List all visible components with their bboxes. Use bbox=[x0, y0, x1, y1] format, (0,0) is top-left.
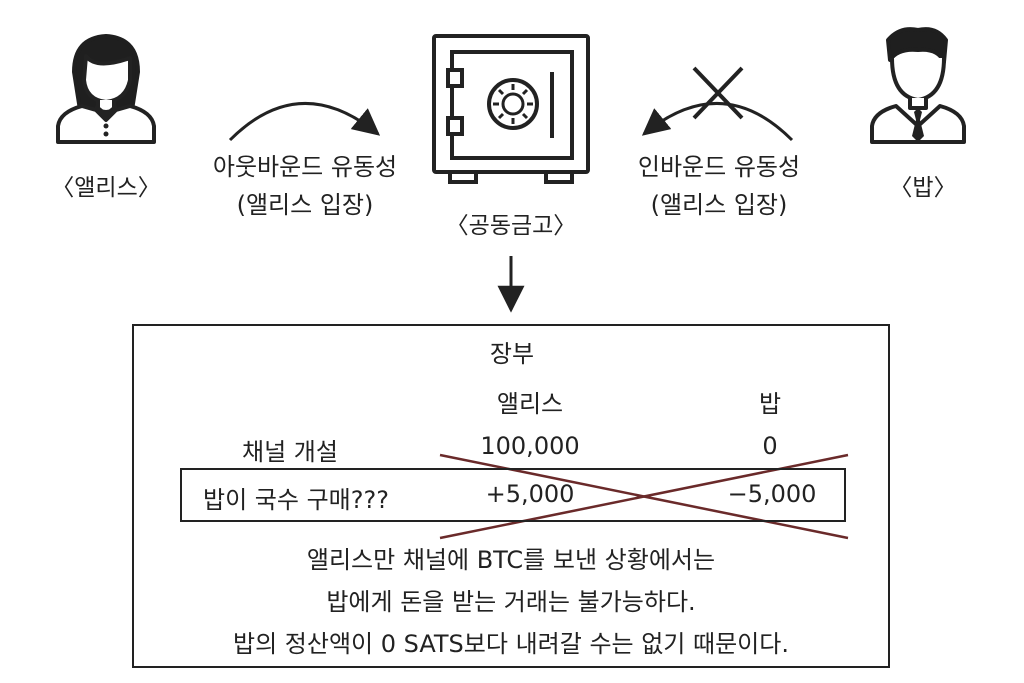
ledger-row-label: 채널 개설 bbox=[242, 438, 338, 466]
inbound-line1: 인바운드 유동성 bbox=[637, 153, 801, 181]
ledger-row-alice: +5,000 bbox=[485, 480, 575, 508]
outbound-line1: 아웃바운드 유동성 bbox=[212, 153, 398, 181]
ledger-note-line: 밥에게 돈을 받는 거래는 불가능하다. bbox=[326, 588, 696, 616]
cross-mark-icon bbox=[692, 66, 744, 120]
ledger-row-bob: 0 bbox=[762, 432, 778, 460]
ledger-row-bob: −5,000 bbox=[727, 480, 817, 508]
ledger-title: 장부 bbox=[489, 340, 535, 368]
man-user-icon bbox=[870, 27, 966, 144]
ledger-row-label: 밥이 국수 구매??? bbox=[203, 486, 389, 514]
bob-label: 〈밥〉 bbox=[889, 175, 957, 201]
ledger-note-line: 앨리스만 채널에 BTC를 보낸 상황에서는 bbox=[306, 546, 716, 574]
ledger-col-bob: 밥 bbox=[758, 390, 782, 418]
outbound-arrow bbox=[228, 102, 381, 142]
woman-user-icon bbox=[56, 34, 156, 144]
ledger-row-highlight bbox=[180, 468, 846, 522]
inbound-line2: (앨리스 입장) bbox=[650, 191, 788, 219]
safe-icon bbox=[432, 34, 590, 184]
outbound-line2: (앨리스 입장) bbox=[236, 191, 374, 219]
ledger-note-line: 밥의 정산액이 0 SATS보다 내려갈 수는 없기 때문이다. bbox=[233, 630, 789, 658]
inbound-arrow bbox=[641, 102, 794, 142]
alice-label: 〈앨리스〉 bbox=[51, 175, 161, 201]
vault-label: 〈공동금고〉 bbox=[445, 213, 577, 239]
ledger-box bbox=[132, 324, 890, 668]
ledger-col-alice: 앨리스 bbox=[496, 390, 564, 418]
ledger-row-alice: 100,000 bbox=[480, 432, 580, 460]
